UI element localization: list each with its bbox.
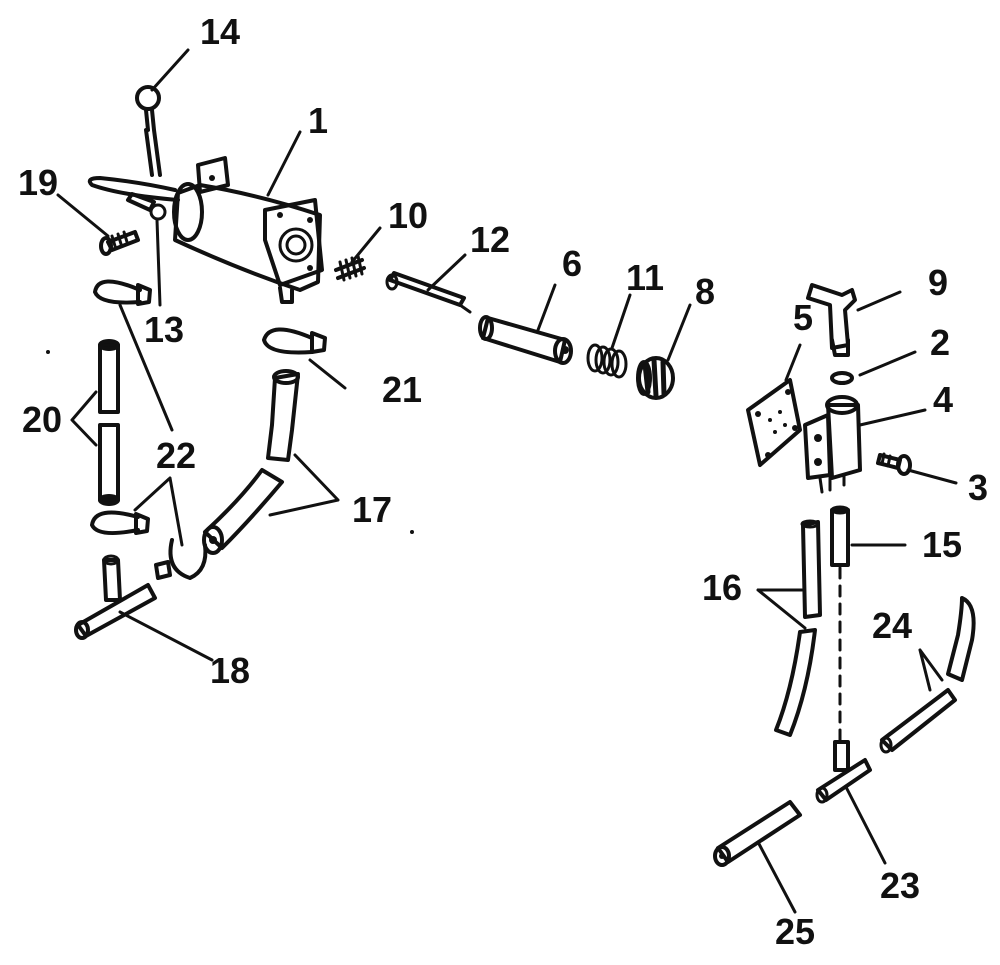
speck — [410, 530, 414, 534]
callout-25: 25 — [775, 911, 815, 952]
callout-24: 24 — [872, 605, 912, 646]
callout-labels: 1 2 3 4 5 6 8 9 10 11 12 13 14 15 16 17 … — [18, 11, 988, 952]
part-o-ring — [830, 371, 854, 385]
part-screw-19 — [99, 230, 140, 256]
part-valve-body — [803, 395, 862, 494]
part-spring-11 — [586, 343, 628, 379]
callout-12: 12 — [470, 219, 510, 260]
callout-4: 4 — [933, 379, 953, 420]
part-long-hose — [774, 519, 822, 737]
part-solenoid-body — [172, 156, 324, 304]
part-spring-10 — [334, 254, 366, 282]
part-ring-terminal-wire — [135, 85, 162, 177]
part-hoses-17 — [202, 369, 300, 555]
part-clamp-21 — [262, 327, 327, 355]
part-tee-fitting-23 — [815, 740, 872, 804]
speck — [46, 350, 50, 354]
part-gasket-plate — [746, 378, 802, 467]
part-hoses-20 — [98, 339, 120, 506]
part-clamps-22 — [90, 279, 208, 580]
part-hose-25 — [713, 800, 802, 867]
callout-3: 3 — [968, 467, 988, 508]
callout-11: 11 — [626, 257, 664, 298]
callout-9: 9 — [928, 262, 948, 303]
callout-10: 10 — [388, 195, 428, 236]
callout-13: 13 — [144, 309, 184, 350]
part-short-tube — [830, 505, 850, 742]
callout-22: 22 — [156, 435, 196, 476]
part-tee-fitting-18 — [74, 554, 157, 640]
leader-lines — [56, 48, 958, 914]
part-elbow-fitting — [806, 283, 857, 357]
callout-18: 18 — [210, 650, 250, 691]
callout-15: 15 — [922, 524, 962, 565]
part-hoses-24 — [879, 596, 976, 754]
callout-8: 8 — [695, 271, 715, 312]
callout-23: 23 — [880, 865, 920, 906]
callout-2: 2 — [930, 322, 950, 363]
callout-20: 20 — [22, 399, 62, 440]
part-sleeve — [478, 315, 573, 365]
callout-6: 6 — [562, 243, 582, 284]
callout-5: 5 — [793, 297, 813, 338]
part-screw-3 — [876, 452, 912, 476]
callout-19: 19 — [18, 162, 58, 203]
part-wire-lead — [87, 176, 180, 221]
callout-21: 21 — [382, 369, 422, 410]
callout-17: 17 — [352, 489, 392, 530]
callout-14: 14 — [200, 11, 240, 52]
part-plunger-rod — [385, 271, 472, 314]
part-nut — [636, 356, 675, 400]
callout-16: 16 — [702, 567, 742, 608]
callout-1: 1 — [308, 100, 328, 141]
